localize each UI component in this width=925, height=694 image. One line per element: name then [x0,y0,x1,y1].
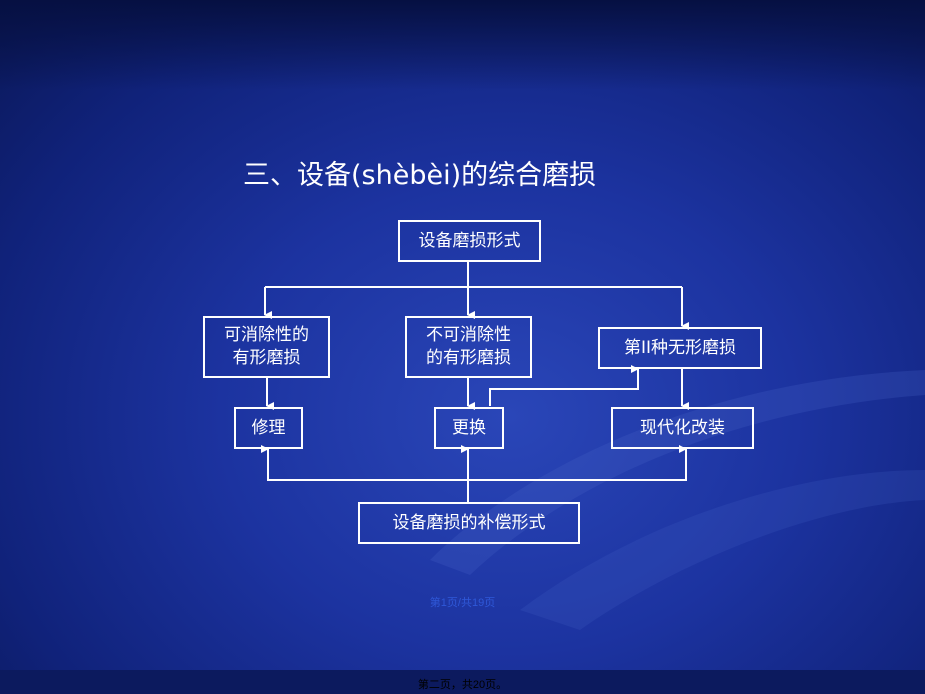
box-non-eliminable-tangible-wear: 不可消除性 的有形磨损 [405,316,532,378]
slide-title: 三、设备(shèbèi)的综合磨损 [243,160,597,191]
page-indicator: 第1页/共19页 [429,597,496,609]
box-replace: 更换 [434,407,504,449]
box-second-intangible-wear: 第II种无形磨损 [598,327,762,369]
box-compensation-forms: 设备磨损的补偿形式 [358,502,580,544]
box-eliminable-tangible-wear: 可消除性的 有形磨损 [203,316,330,378]
box-wear-forms: 设备磨损形式 [398,220,541,262]
footer-text: 第二页，共20页。 [417,679,508,691]
box-repair: 修理 [234,407,303,449]
box-modernization: 现代化改装 [611,407,754,449]
footer-bar [0,670,925,694]
